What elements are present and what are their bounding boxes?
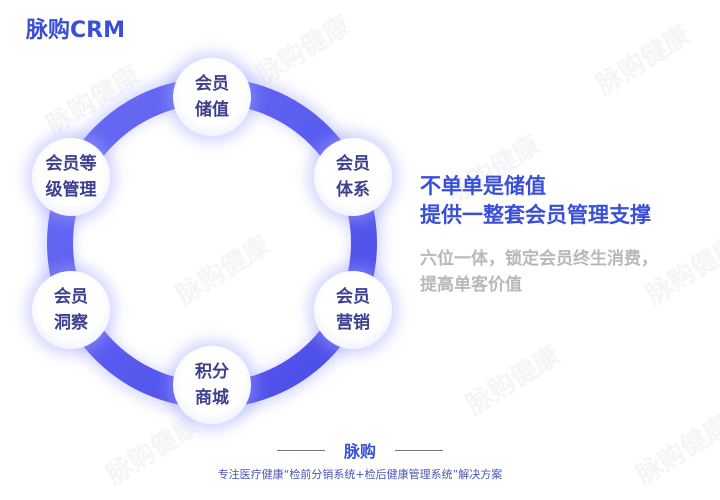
watermark: 脉购健康 bbox=[591, 20, 696, 101]
node-label: 会员 bbox=[54, 287, 88, 307]
node-label: 体系 bbox=[336, 180, 370, 200]
subtext: 六位一体，锁定会员终生消费， 提高单客价值 bbox=[420, 246, 658, 298]
footer-tagline: 专注医疗健康“检前分销系统+检后健康管理系统”解决方案 bbox=[217, 468, 503, 481]
node-points-mall: 积分 商城 bbox=[173, 346, 251, 424]
node-label: 会员 bbox=[195, 74, 229, 94]
footer-brand: 脉购 bbox=[0, 438, 720, 462]
headline-line-2: 提供一整套会员管理支撑 bbox=[420, 203, 651, 227]
headline: 不单单是储值 提供一整套会员管理支撑 bbox=[420, 172, 651, 230]
node-member-level-management: 会员等 级管理 bbox=[32, 138, 110, 216]
divider-right bbox=[395, 449, 444, 451]
node-label: 会员 bbox=[336, 287, 370, 307]
subtext-line-1: 六位一体，锁定会员终生消费， bbox=[420, 249, 658, 269]
node-label: 商城 bbox=[195, 388, 229, 408]
node-member-insight: 会员 洞察 bbox=[32, 271, 110, 349]
headline-line-1: 不单单是储值 bbox=[420, 174, 546, 198]
watermark: 脉购健康 bbox=[461, 340, 566, 421]
node-member-marketing: 会员 营销 bbox=[314, 271, 392, 349]
node-label: 会员等 bbox=[45, 154, 97, 174]
node-member-stored-value: 会员 储值 bbox=[173, 58, 251, 136]
subtext-line-2: 提高单客价值 bbox=[420, 275, 522, 295]
footer-brand-name: 脉购 bbox=[343, 442, 376, 461]
brand-logo: 脉购CRM bbox=[26, 18, 125, 43]
node-label: 洞察 bbox=[54, 313, 88, 333]
node-label: 储值 bbox=[195, 100, 229, 120]
node-label: 级管理 bbox=[45, 180, 97, 200]
node-member-system: 会员 体系 bbox=[314, 138, 392, 216]
node-label: 营销 bbox=[336, 313, 370, 333]
node-label: 积分 bbox=[195, 362, 229, 382]
divider-left bbox=[276, 449, 325, 451]
node-label: 会员 bbox=[336, 154, 370, 174]
member-management-diagram: 会员 储值 会员 体系 会员 营销 积分 商城 会员 洞察 会员等 级管理 bbox=[32, 58, 392, 424]
